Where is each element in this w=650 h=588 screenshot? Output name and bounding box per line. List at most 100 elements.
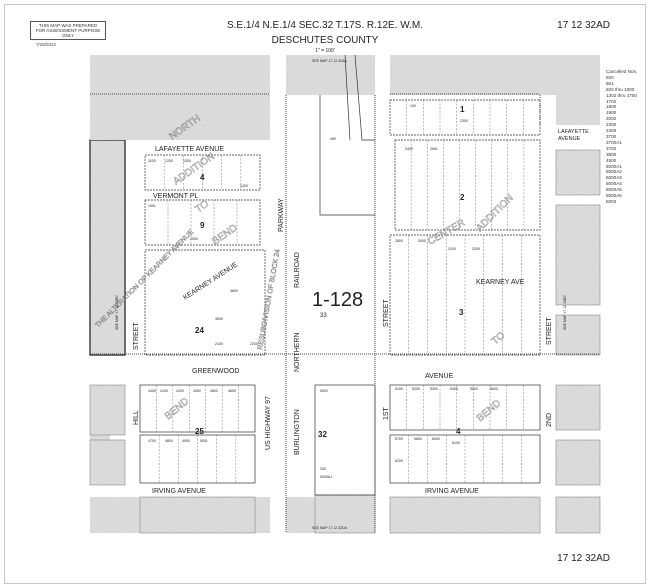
block-33: 33 [320, 313, 327, 319]
block-3: 3 [459, 308, 464, 317]
street-lafayette-avenue-east: LAFAYETTE AVENUE [558, 129, 589, 142]
cancelled-item: 2002 [606, 116, 617, 122]
taxlot-number[interactable]: 5001 [200, 439, 208, 443]
taxlot-number[interactable]: 1100 [148, 159, 156, 163]
taxlot-number[interactable]: 4300 [193, 389, 201, 393]
taxlot-number[interactable]: 4700 [148, 439, 156, 443]
taxlot-number[interactable]: 4400 [148, 389, 156, 393]
cancelled-item: 4500 [606, 157, 617, 163]
street-vermont-pl: VERMONT PL [153, 193, 198, 200]
taxlot-number[interactable]: 4600 [228, 389, 236, 393]
hill-street: HILL [133, 410, 140, 425]
see-map-top[interactable]: SEE MAP 17 12 32AA [312, 59, 347, 63]
top-gray [286, 55, 375, 95]
block-25: 25 [195, 427, 204, 436]
see-map-right[interactable]: SEE MAP 17 12 33BC [563, 295, 567, 330]
cancelled-item: 5000A5 [606, 187, 622, 193]
taxlot-number[interactable]: 6200 [395, 459, 403, 463]
taxlot-number[interactable]: 490 [330, 137, 336, 141]
burlington-label: BURLINGTON [294, 409, 301, 455]
block-9: 9 [200, 221, 205, 230]
lot-lines [156, 100, 525, 483]
taxlot-number[interactable]: 4900 [182, 439, 190, 443]
taxlot-number[interactable]: 3200 [472, 247, 480, 251]
boundary-lines [90, 93, 600, 533]
left-parcel [89, 139, 126, 356]
cancelled-item: 5000A3 [606, 175, 622, 181]
taxlot-number[interactable]: 1200 [165, 159, 173, 163]
cancelled-item: 1800 [606, 104, 617, 110]
taxlot-number[interactable]: 6100 [452, 441, 460, 445]
taxlot-number[interactable]: 3600 [230, 289, 238, 293]
taxlot-number[interactable]: 4100 [160, 389, 168, 393]
street-greenwood: GREENWOOD [192, 368, 239, 375]
taxlot-number[interactable]: 5000A1 [320, 475, 332, 479]
cancelled-item: 5000A2 [606, 169, 622, 175]
taxlot-number[interactable]: 5002 [320, 389, 328, 393]
taxlot-number[interactable]: 2100 [215, 342, 223, 346]
parcel-1-128: 1-128 [312, 289, 363, 311]
block-4: 4 [200, 173, 205, 182]
street-label-west: STREET [133, 322, 140, 350]
taxlot-number[interactable]: 5300 [430, 387, 438, 391]
taxlot-number[interactable]: 1300 [183, 159, 191, 163]
taxlot-number[interactable]: 5200 [412, 387, 420, 391]
street-avenue: AVENUE [425, 373, 454, 380]
northern-label: NORTHERN [294, 332, 301, 372]
block-32: 32 [318, 430, 327, 439]
map-number-footer: 17 12 32AD [557, 553, 610, 564]
us-highway-97: US HIGHWAY 97 [265, 396, 272, 450]
street-kearney-ave: KEARNEY AVE [476, 279, 525, 286]
taxlot-number[interactable]: 4602 [210, 389, 218, 393]
top-gray [390, 55, 540, 95]
taxlot-number[interactable]: 2000 [190, 237, 198, 241]
block-1: 1 [460, 105, 465, 114]
road-areas [90, 55, 600, 533]
map-scale: 1" = 100' [315, 48, 335, 54]
cancelled-item: 1900 [606, 110, 617, 116]
taxlot-number[interactable]: 5800 [414, 437, 422, 441]
taxlot-number[interactable]: 6000 [432, 437, 440, 441]
taxlot-number[interactable]: 2601 [430, 147, 438, 151]
cancelled-item: 5000A4 [606, 181, 622, 187]
left-parcel [89, 439, 126, 486]
taxlot-number[interactable]: 200 [320, 467, 326, 471]
cancelled-item: 2400 [606, 128, 617, 134]
taxlot-number[interactable]: 2300 [460, 119, 468, 123]
taxlot-number[interactable]: 5700 [395, 437, 403, 441]
railroad-label: RAILROAD [294, 252, 301, 288]
see-map-bottom[interactable]: SEE MAP 17 12 32DA [312, 526, 348, 530]
taxlot-number[interactable]: 5500 [470, 387, 478, 391]
taxlot-number[interactable]: 100 [410, 104, 416, 108]
taxlot-number[interactable]: 3000 [418, 239, 426, 243]
taxlot-number[interactable]: 5400 [450, 387, 458, 391]
taxlot-number[interactable]: 3100 [448, 247, 456, 251]
first-street: 1ST [383, 406, 390, 420]
see-map-left[interactable]: SEE MAP 17 12 33BC [115, 295, 119, 330]
disclaimer-box: THIS MAP WAS PREPARED FOR ASSESSMENT PUR… [30, 21, 106, 40]
county-name: DESCHUTES COUNTY [271, 35, 379, 46]
taxlot-number[interactable]: 1400 [240, 184, 248, 188]
taxlot-number[interactable]: 4800 [165, 439, 173, 443]
railroad-spur [344, 54, 351, 141]
taxlot-number[interactable]: 5600 [490, 387, 498, 391]
top-gray [90, 95, 270, 140]
cancelled-heading: Cancelled Nos. [606, 69, 638, 74]
top-gray [556, 95, 600, 125]
taxlot-number[interactable]: 2200 [250, 342, 258, 346]
taxlot-number[interactable]: 3500 [215, 317, 223, 321]
taxlot-number[interactable]: 1501 [148, 204, 156, 208]
left-parcel [89, 384, 126, 436]
street-2nd: STREET [546, 317, 553, 345]
cancelled-item: 5000A6 [606, 193, 622, 199]
cancelled-item: 3700A1 [606, 139, 622, 145]
cancelled-item: 600 [606, 74, 614, 80]
taxlot-number[interactable]: 5100 [395, 387, 403, 391]
right-parcels [139, 149, 601, 534]
taxlot-number[interactable]: 2400 [405, 147, 413, 151]
taxlot-number[interactable]: 2800 [395, 239, 403, 243]
taxlot-number[interactable]: 4200 [176, 389, 184, 393]
street-irving-avenue: IRVING AVENUE [152, 488, 206, 495]
